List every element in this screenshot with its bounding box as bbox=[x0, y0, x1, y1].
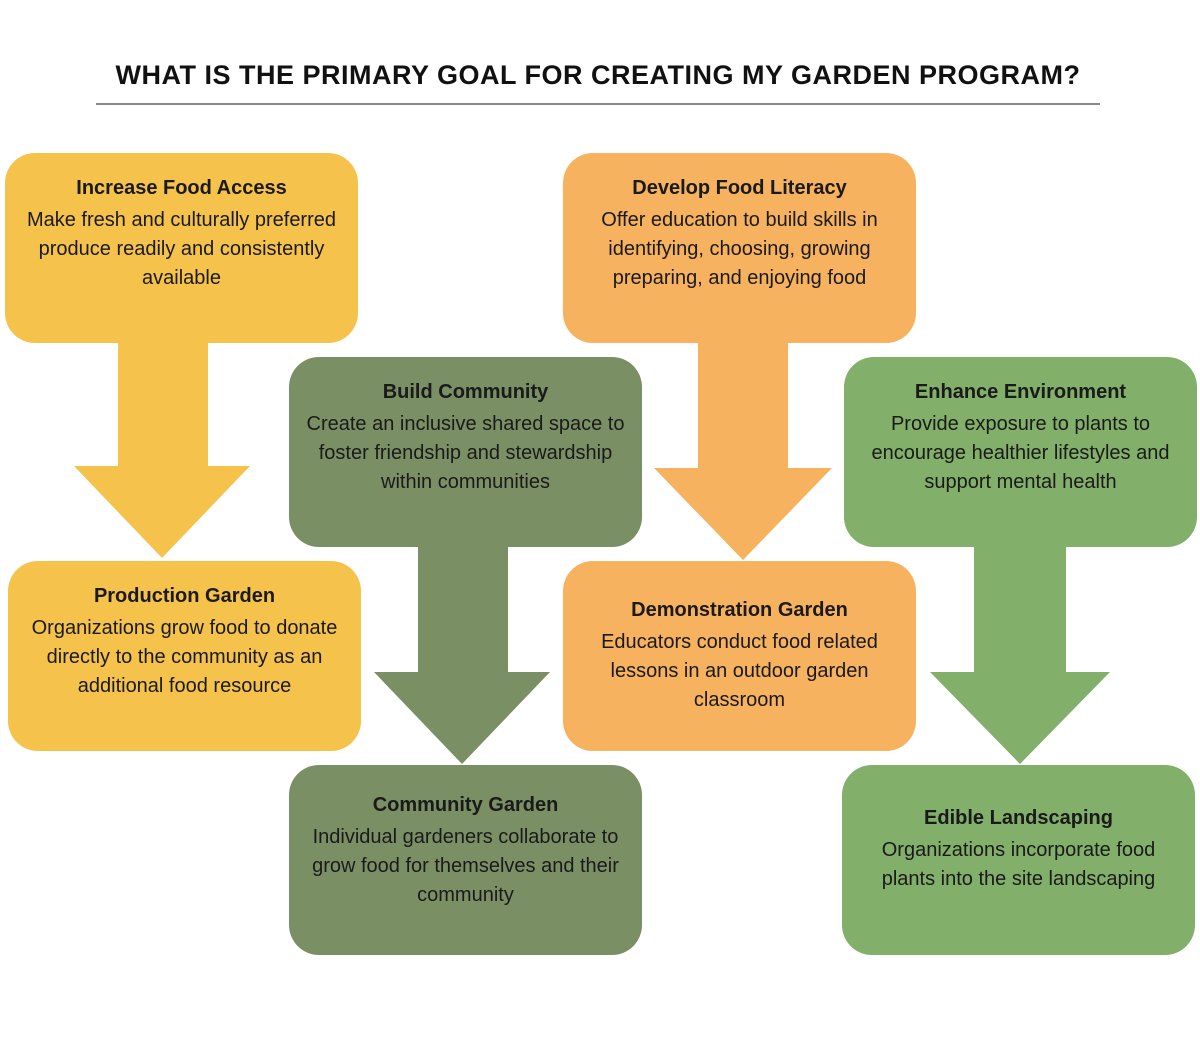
goal-box-build-community: Build Community Create an inclusive shar… bbox=[289, 357, 642, 547]
title-divider bbox=[96, 103, 1100, 105]
garden-box-edible-landscaping: Edible Landscaping Organizations incorpo… bbox=[842, 765, 1195, 955]
goal-heading: Increase Food Access bbox=[76, 177, 287, 199]
garden-heading: Production Garden bbox=[93, 585, 276, 607]
arrow-food-literacy-to-demonstration bbox=[654, 340, 832, 560]
goal-box-enhance-environment: Enhance Environment Provide exposure to … bbox=[844, 357, 1197, 547]
goal-heading: Enhance Environment bbox=[914, 381, 1127, 403]
goal-description: Make fresh and culturally preferred prod… bbox=[26, 209, 337, 289]
goal-box-develop-food-literacy: Develop Food Literacy Offer education to… bbox=[563, 153, 916, 343]
goal-description: Provide exposure to plants to encourage … bbox=[871, 413, 1170, 493]
garden-box-production: Production Garden Organizations grow foo… bbox=[8, 561, 361, 751]
goal-heading: Develop Food Literacy bbox=[632, 177, 847, 199]
goal-description: Create an inclusive shared space to fost… bbox=[306, 413, 625, 493]
garden-heading: Community Garden bbox=[372, 794, 559, 816]
arrow-community-to-community-garden bbox=[374, 540, 550, 764]
garden-description: Individual gardeners collaborate to grow… bbox=[312, 826, 619, 906]
diagram-title: WHAT IS THE PRIMARY GOAL FOR CREATING MY… bbox=[115, 60, 1081, 90]
arrow-environment-to-edible bbox=[930, 544, 1110, 764]
garden-description: Educators conduct food related lessons i… bbox=[601, 631, 878, 711]
garden-heading: Demonstration Garden bbox=[631, 599, 848, 621]
arrow-food-access-to-production bbox=[74, 340, 250, 558]
goal-heading: Build Community bbox=[382, 381, 549, 403]
garden-description: Organizations incorporate food plants in… bbox=[881, 839, 1156, 890]
garden-description: Organizations grow food to donate direct… bbox=[31, 617, 338, 697]
garden-box-demonstration: Demonstration Garden Educators conduct f… bbox=[563, 561, 916, 751]
garden-box-community: Community Garden Individual gardeners co… bbox=[289, 765, 642, 955]
garden-heading: Edible Landscaping bbox=[924, 807, 1113, 829]
goal-description: Offer education to build skills in ident… bbox=[601, 209, 878, 289]
goal-box-increase-food-access: Increase Food Access Make fresh and cult… bbox=[5, 153, 358, 343]
